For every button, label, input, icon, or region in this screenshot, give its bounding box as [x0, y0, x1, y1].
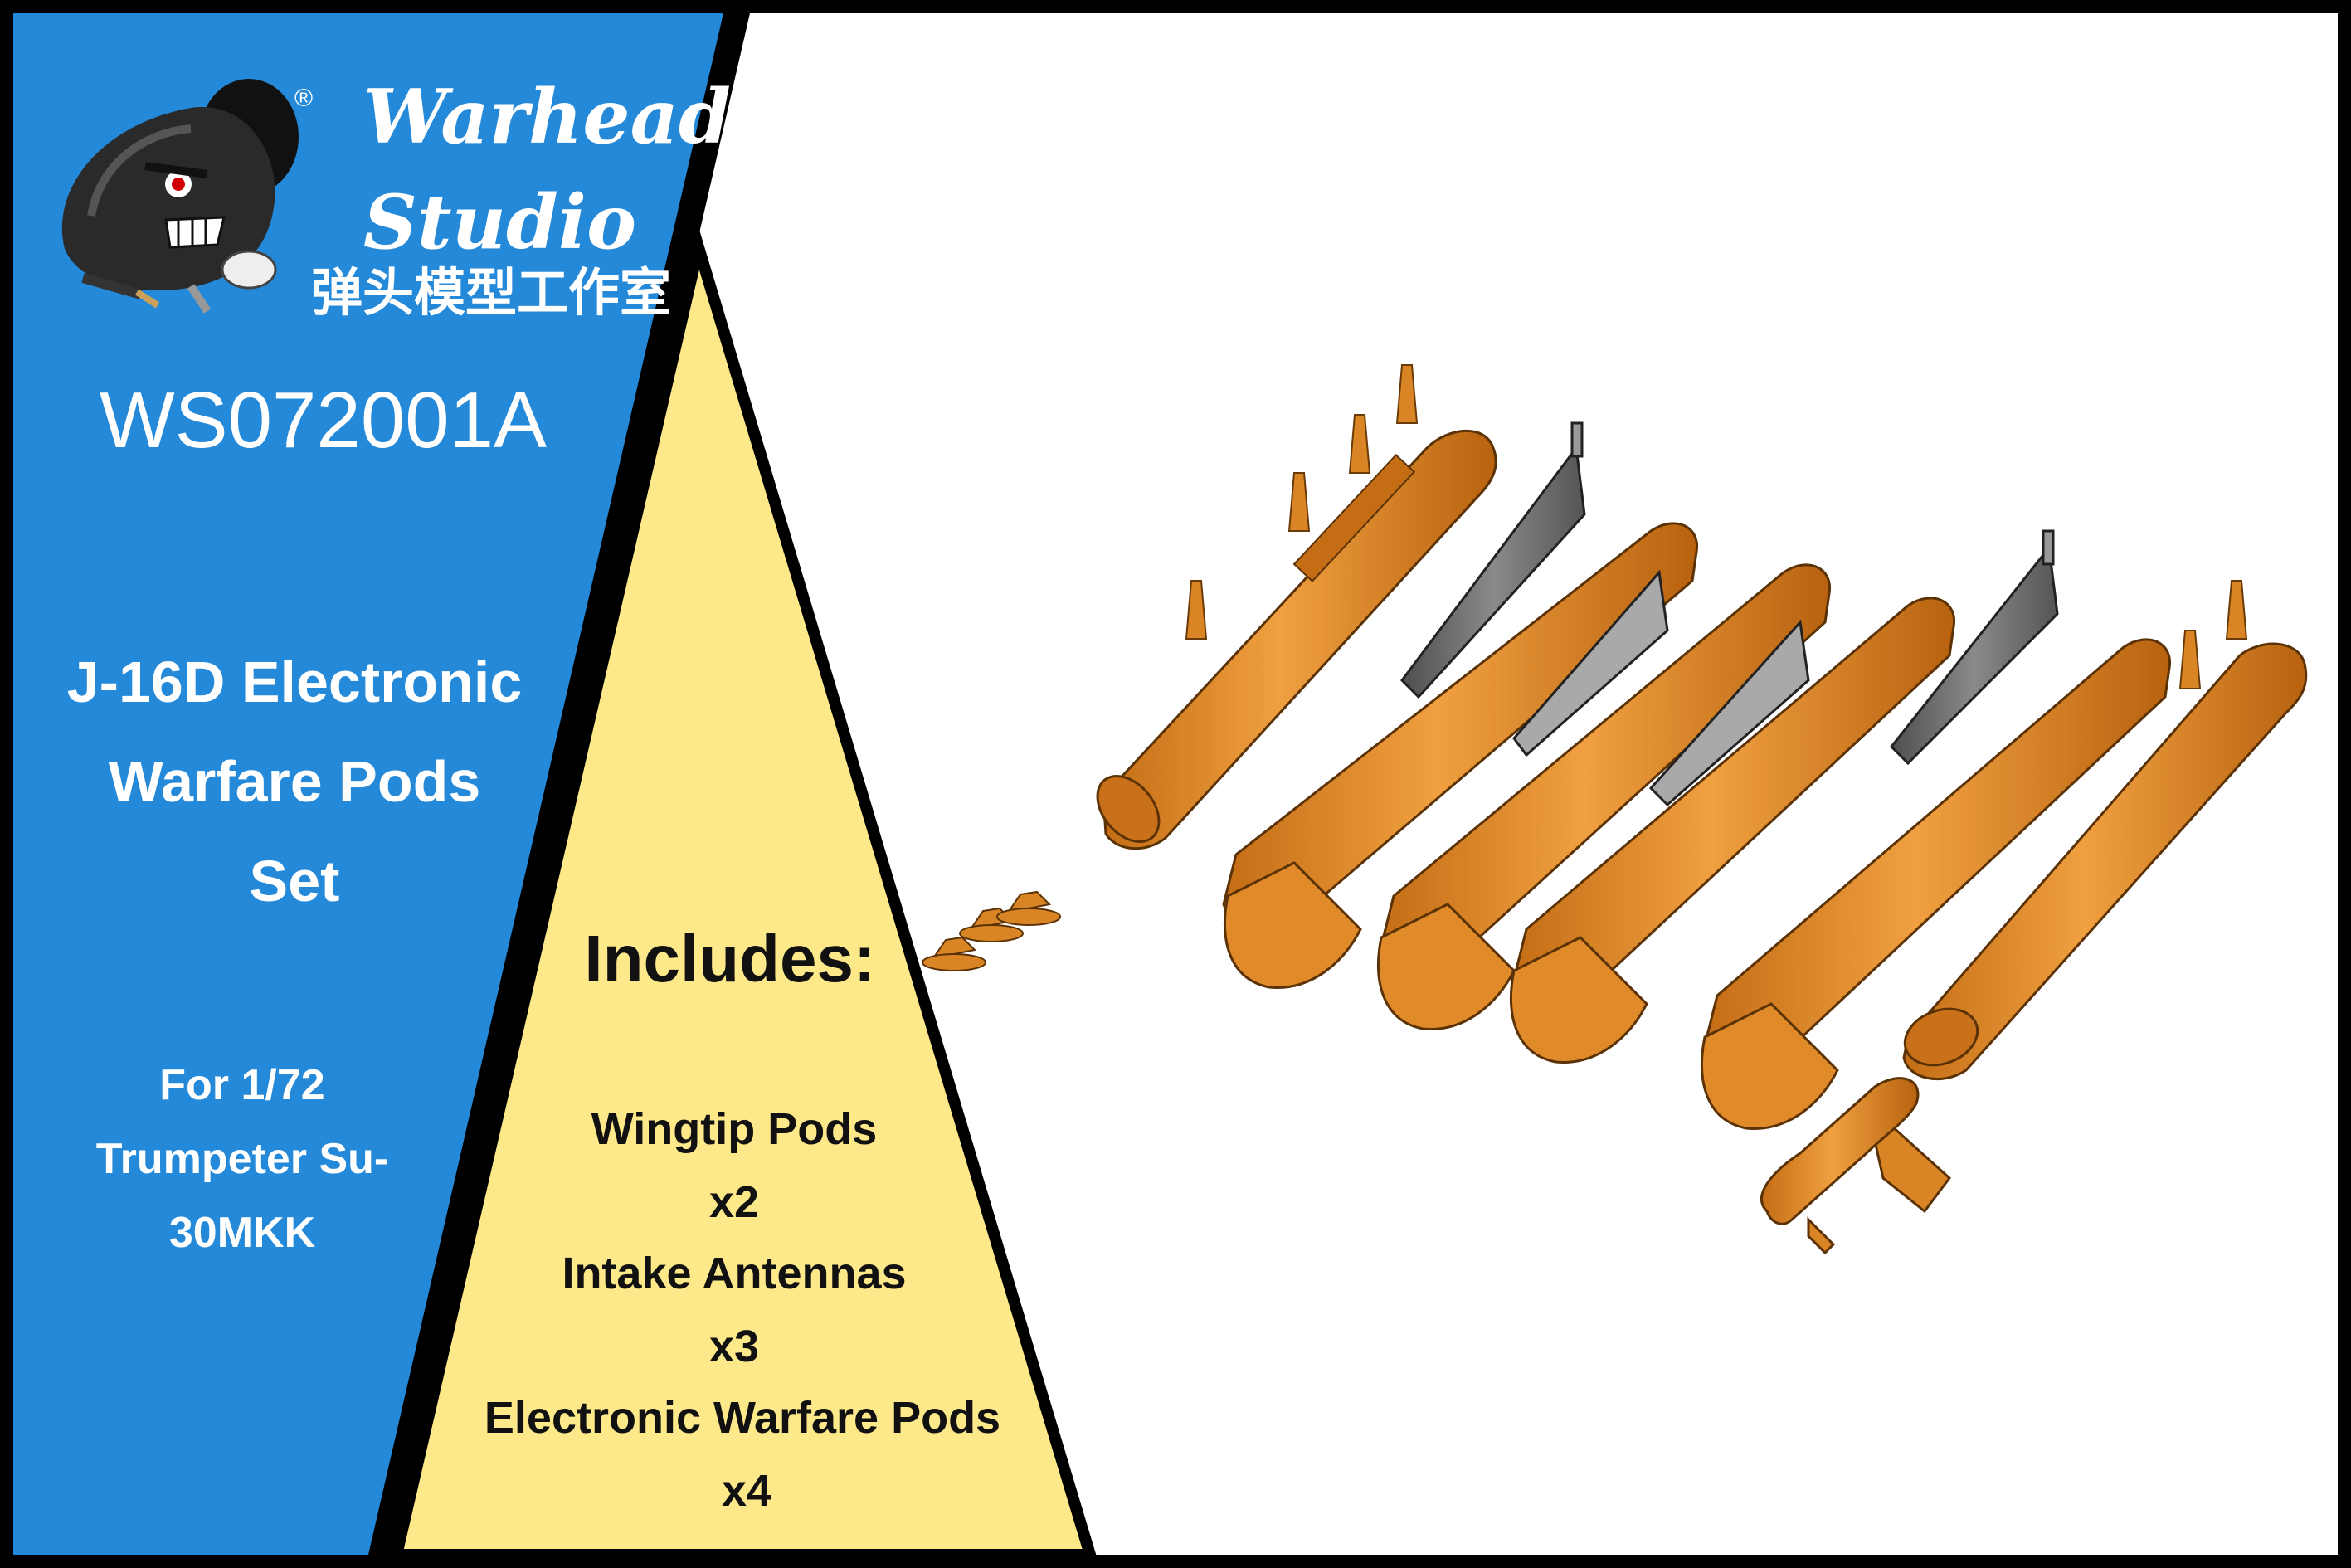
- includes-heading: Includes:: [584, 922, 876, 996]
- include-item-qty: x4: [721, 1466, 772, 1516]
- antenna-bases: [922, 890, 1061, 971]
- compatibility-line2: Trumpeter Su-: [95, 1135, 389, 1183]
- include-item-name: Wingtip Pods: [591, 1104, 878, 1154]
- parts-render: [922, 364, 2308, 1255]
- intake-antennas: [1400, 421, 2059, 807]
- yellow-triangle: [389, 224, 1098, 1561]
- brand-name-chinese: 弹头模型工作室: [311, 262, 672, 323]
- include-item-qty: x2: [708, 1177, 760, 1227]
- wingtip-pod-left: [1096, 429, 1497, 850]
- wingtip-pod-right: [1902, 642, 2308, 1081]
- compatibility-line1: For 1/72: [159, 1061, 325, 1109]
- include-item-name: Electronic Warfare Pods: [484, 1393, 1001, 1443]
- registered-mark: ®: [294, 85, 314, 112]
- blue-panel: [13, 13, 745, 1555]
- product-title-line2: Warfare Pods: [108, 749, 481, 814]
- warhead-mascot-icon: [61, 79, 299, 314]
- product-title-line1: J-16D Electronic: [66, 650, 523, 714]
- brand-name-line1: Warhead: [363, 73, 731, 161]
- product-title-line3: Set: [249, 849, 340, 913]
- blade-antenna: [1760, 1077, 1952, 1255]
- brand-name-line2: Studio: [363, 178, 637, 266]
- include-item-qty: x3: [708, 1322, 760, 1371]
- include-item-name: Intake Antennas: [562, 1249, 907, 1298]
- compatibility-line3: 30MKK: [168, 1209, 316, 1257]
- ew-pods: [1222, 522, 2172, 1130]
- product-code: WS072001A: [100, 376, 548, 465]
